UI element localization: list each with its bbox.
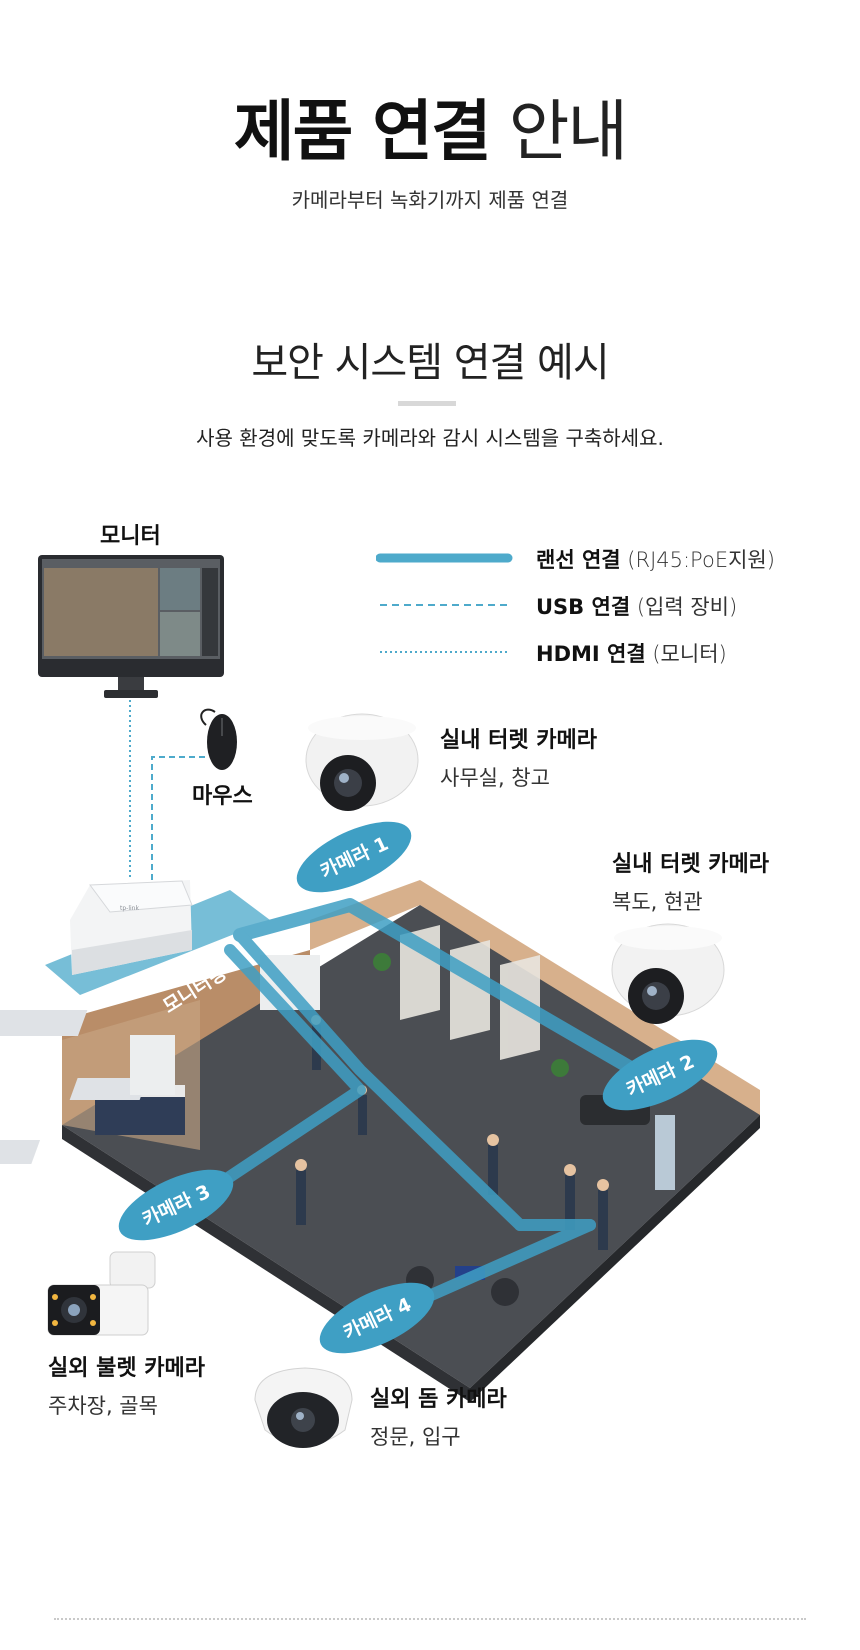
- camera-4-caption: 실외 돔 카메라 정문, 입구: [370, 1381, 507, 1451]
- title-divider: [398, 401, 456, 406]
- zone-camera4-bubble: 카메라 4: [319, 1282, 435, 1354]
- legend-usb: USB 연결 (입력 장비): [536, 595, 738, 619]
- zone-monitoring-text: 모니터링: [159, 962, 230, 1018]
- mouse-illustration: [200, 708, 237, 770]
- camera-2-caption: 실내 터렛 카메라 복도, 현관: [612, 846, 769, 916]
- camera-3-name: 실외 불렛 카메라: [48, 1356, 205, 1381]
- section-title: 보안 시스템 연결 예시: [251, 340, 609, 386]
- zone-camera2-bubble: 카메라 2: [602, 1039, 718, 1111]
- camera-3-location: 주차장, 골목: [48, 1394, 158, 1418]
- camera-3-caption: 실외 불렛 카메라 주차장, 골목: [48, 1350, 205, 1420]
- camera-2-location: 복도, 현관: [612, 890, 703, 914]
- zone-camera1-bubble: 카메라 1: [296, 821, 412, 893]
- camera-2-name: 실내 터렛 카메라: [612, 852, 769, 877]
- camera-4-location: 정문, 입구: [370, 1425, 461, 1449]
- monitor-illustration: [38, 555, 224, 698]
- monitor-label: 모니터: [100, 524, 161, 549]
- bullet-camera-illustration: [47, 1251, 156, 1336]
- nvr-illustration: tp-link: [70, 880, 193, 975]
- title-bold: 제품 연결: [233, 93, 492, 170]
- camera-1-name: 실내 터렛 카메라: [440, 728, 597, 753]
- usb-cable: [151, 756, 205, 880]
- legend-lan: 랜선 연결 (RJ45:PoE지원): [536, 548, 775, 572]
- page-title: 제품 연결 안내: [0, 92, 860, 172]
- legend-hdmi: HDMI 연결 (모니터): [536, 642, 727, 666]
- page-subtitle: 카메라부터 녹화기까지 제품 연결: [291, 188, 569, 212]
- camera-1-location: 사무실, 창고: [440, 766, 550, 790]
- turret-camera-2-illustration: [611, 923, 725, 1024]
- svg-text:tp-link: tp-link: [120, 905, 139, 912]
- turret-camera-1-illustration: [305, 713, 419, 811]
- bottom-divider: [54, 1618, 806, 1620]
- mouse-label: 마우스: [192, 784, 253, 809]
- zone-camera3-bubble: 카메라 3: [118, 1169, 234, 1241]
- camera-4-name: 실외 돔 카메라: [370, 1387, 507, 1412]
- zone-monitoring-bubble: 모니터링: [159, 962, 230, 1018]
- title-light: 안내: [508, 93, 628, 170]
- section-description: 사용 환경에 맞도록 카메라와 감시 시스템을 구축하세요.: [196, 426, 664, 450]
- camera-1-caption: 실내 터렛 카메라 사무실, 창고: [440, 722, 597, 792]
- dome-camera-illustration: [254, 1367, 353, 1448]
- legend-lines: [376, 553, 513, 653]
